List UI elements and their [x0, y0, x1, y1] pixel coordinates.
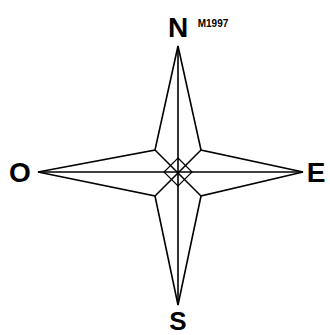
- compass-star: [38, 46, 303, 305]
- north-letter: N: [168, 14, 188, 42]
- west-letter: O: [9, 159, 31, 187]
- signature-mark: M1997: [198, 19, 229, 29]
- axis-line: [38, 171, 303, 173]
- south-letter: S: [169, 308, 186, 334]
- axis-line: [177, 46, 179, 305]
- inner-diamond: [164, 158, 192, 186]
- east-letter: E: [307, 159, 326, 187]
- diagonal-line: [155, 150, 201, 196]
- diagonal-line: [155, 150, 201, 196]
